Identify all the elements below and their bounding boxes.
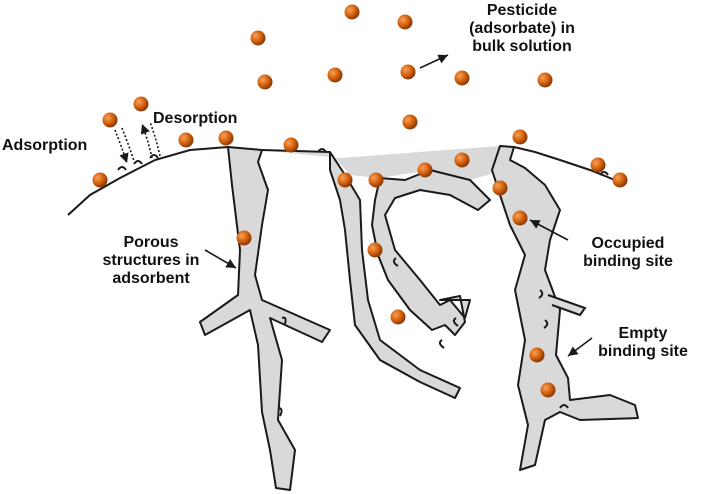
label-pesticide-line-3: bulk solution <box>472 38 572 55</box>
surface-right <box>513 146 626 186</box>
label-porous-line-2: structures in <box>102 252 200 269</box>
branch-right <box>547 294 587 317</box>
binding-site-hook-icon <box>117 166 127 171</box>
orange-sphere-icon <box>367 242 383 258</box>
pore-left <box>199 146 331 491</box>
label-porous-line-1: Porous <box>123 234 179 251</box>
surface-band <box>228 146 514 180</box>
orange-sphere-icon <box>92 172 108 188</box>
orange-sphere-icon <box>417 162 433 178</box>
binding-site-hook-icon <box>149 154 159 159</box>
label-pesticide-line-1: Pesticide <box>486 2 558 19</box>
pore-right <box>491 145 639 471</box>
orange-sphere-icon <box>102 112 118 128</box>
orange-sphere-icon <box>250 30 266 46</box>
orange-sphere-icon <box>590 157 606 173</box>
binding-site-hook-icon <box>392 257 399 267</box>
orange-sphere-icon <box>390 309 406 325</box>
arrow-desorption-2 <box>149 121 161 157</box>
binding-site-hook-icon <box>543 319 549 329</box>
binding-site-hooks <box>117 148 609 417</box>
binding-site-hook-icon <box>538 289 544 299</box>
pesticide-particles <box>92 4 628 398</box>
orange-sphere-icon <box>512 210 528 226</box>
binding-site-hook-icon <box>452 317 459 327</box>
orange-sphere-icon <box>454 70 470 86</box>
orange-sphere-icon <box>537 72 553 88</box>
arrow-adsorption-2 <box>121 127 135 162</box>
orange-sphere-icon <box>257 74 273 90</box>
label-occupied-line-2: binding site <box>583 253 673 270</box>
binding-site-hook-icon <box>438 339 445 349</box>
arrow-desorption <box>140 123 153 159</box>
orange-sphere-icon <box>512 129 528 145</box>
orange-sphere-icon <box>344 4 360 20</box>
binding-site-hook-icon <box>559 404 569 409</box>
label-porous: Porous structures in adsorbent <box>95 234 207 288</box>
binding-site-hook-icon <box>317 148 327 153</box>
binding-site-hook-icon <box>599 171 609 176</box>
label-empty: Empty binding site <box>588 325 698 361</box>
orange-sphere-icon <box>337 172 353 188</box>
orange-sphere-icon <box>397 14 413 30</box>
label-adsorption-text: Adsorption <box>2 137 88 154</box>
orange-sphere-icon <box>218 130 234 146</box>
label-occupied-line-1: Occupied <box>591 235 665 252</box>
orange-sphere-icon <box>400 64 416 80</box>
orange-sphere-icon <box>612 172 628 188</box>
label-arrows <box>114 54 593 357</box>
pore-middle <box>329 151 491 399</box>
orange-sphere-icon <box>529 347 545 363</box>
orange-sphere-icon <box>236 230 252 246</box>
orange-sphere-icon <box>133 96 149 112</box>
orange-sphere-icon <box>327 67 343 83</box>
orange-sphere-icon <box>454 152 470 168</box>
label-empty-line-2: binding site <box>598 343 688 360</box>
binding-site-hook-icon <box>133 160 143 165</box>
arrow-empty <box>567 337 593 357</box>
orange-sphere-icon <box>368 172 384 188</box>
label-occupied: Occupied binding site <box>568 235 688 271</box>
binding-site-hook-icon <box>281 316 287 325</box>
label-pesticide: Pesticide (adsorbate) in bulk solution <box>452 2 592 56</box>
orange-sphere-icon <box>402 114 418 130</box>
arrow-porous <box>204 249 237 269</box>
label-pesticide-line-2: (adsorbate) in <box>469 20 575 37</box>
label-porous-line-3: adsorbent <box>112 270 190 287</box>
orange-sphere-icon <box>540 382 556 398</box>
arrow-adsorption <box>114 129 129 164</box>
arrow-occupied <box>529 219 569 241</box>
label-empty-line-1: Empty <box>618 325 668 342</box>
orange-sphere-icon <box>492 180 508 196</box>
orange-sphere-icon <box>283 137 299 153</box>
label-adsorption: Adsorption <box>2 137 87 155</box>
orange-sphere-icon <box>178 132 194 148</box>
binding-site-hook-icon <box>277 407 283 417</box>
label-desorption: Desorption <box>153 110 237 128</box>
label-desorption-text: Desorption <box>153 110 238 127</box>
arrow-pesticide <box>419 54 449 69</box>
surface-left <box>67 146 229 216</box>
